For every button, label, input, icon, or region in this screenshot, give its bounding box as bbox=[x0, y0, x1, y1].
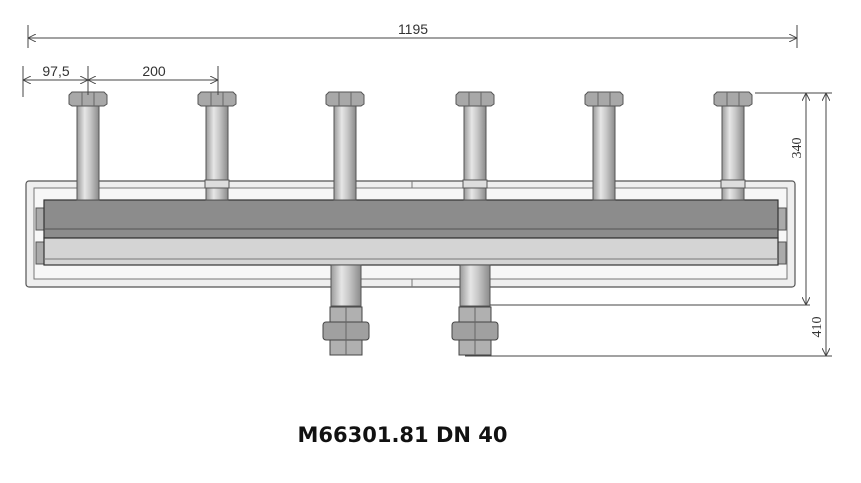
outlet-pipe bbox=[333, 103, 357, 201]
header-return-chamber bbox=[43, 237, 779, 266]
return-pipe bbox=[330, 264, 362, 307]
outlet-pipe bbox=[76, 103, 100, 201]
hex-nut bbox=[713, 91, 753, 107]
dim-overall-width: 1195 bbox=[398, 21, 428, 37]
hex-nut bbox=[455, 91, 495, 107]
dim-spacing: 200 bbox=[142, 63, 166, 79]
pipe-group bbox=[68, 91, 753, 356]
dim-height-total: 410 bbox=[810, 317, 825, 338]
pipe-collar bbox=[462, 179, 488, 189]
hex-nut bbox=[197, 91, 237, 107]
dimension-lines bbox=[22, 25, 832, 357]
dim-height-upper: 340 bbox=[790, 138, 805, 159]
pipe-collar bbox=[720, 179, 746, 189]
return-pipe bbox=[459, 264, 491, 307]
product-title: M66301.81 DN 40 bbox=[297, 423, 508, 447]
dim-first-offset: 97,5 bbox=[42, 63, 69, 79]
header-supply-chamber bbox=[43, 199, 779, 239]
hex-nut bbox=[68, 91, 108, 107]
hex-nut bbox=[325, 91, 365, 107]
pipe-collar bbox=[204, 179, 230, 189]
hex-nut bbox=[584, 91, 624, 107]
outlet-pipe bbox=[592, 103, 616, 201]
